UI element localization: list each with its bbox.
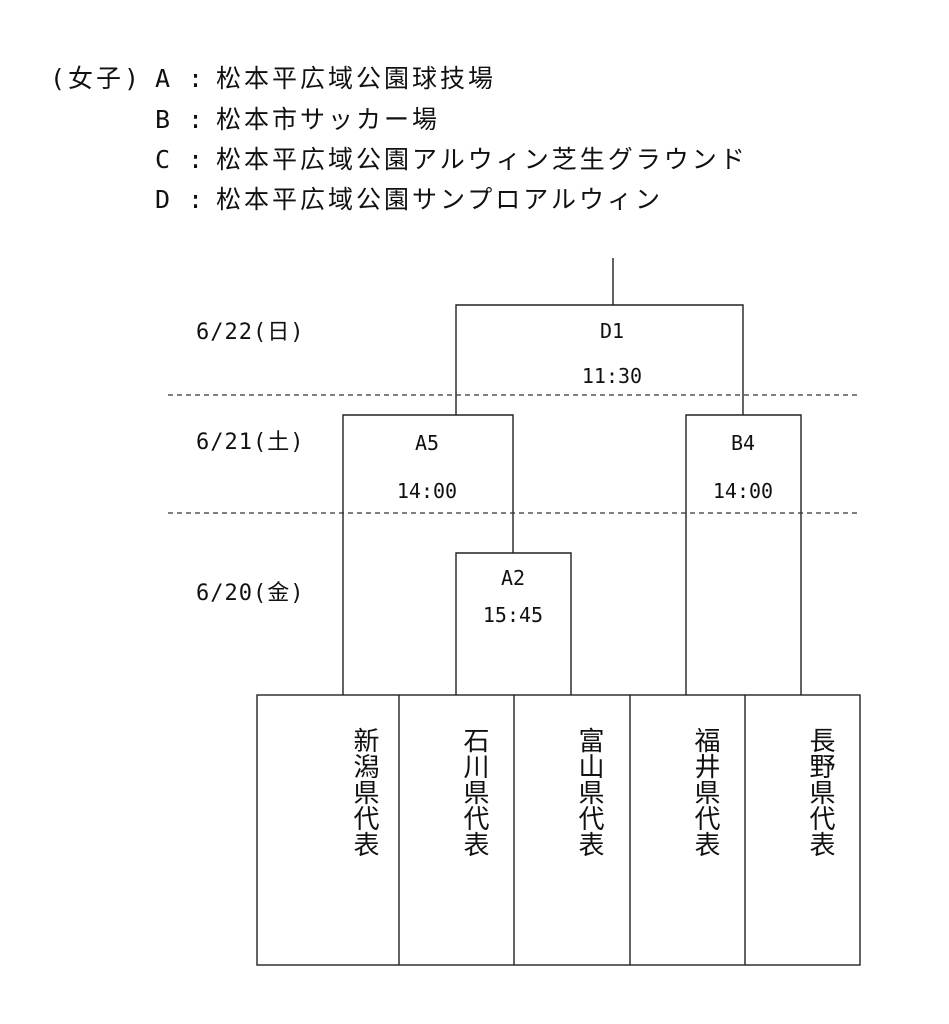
match-d1-bracket [455, 304, 744, 415]
team-cell-toyama: 富山県代表 [514, 695, 630, 965]
venue-separator: : [188, 64, 207, 93]
team-cell-ishikawa: 石川県代表 [399, 695, 514, 965]
date-label-day1: 6/20(金) [196, 581, 305, 606]
venue-code-c: C [155, 145, 174, 174]
match-a2-time: 15:45 [482, 603, 544, 627]
match-a5-id: A5 [414, 431, 440, 455]
team-name: 長野県代表 [805, 727, 835, 857]
category-label: (女子) [50, 64, 143, 93]
venue-separator: : [188, 185, 207, 214]
venue-name-a: 松本平広域公園球技場 [216, 64, 497, 93]
match-b4-time: 14:00 [712, 479, 774, 503]
match-a5-bracket [342, 414, 514, 695]
team-cell-niigata: 新潟県代表 [257, 695, 399, 965]
date-label-day3: 6/22(日) [196, 320, 305, 345]
venue-name-d: 松本平広域公園サンプロアルウィン [216, 185, 664, 214]
venue-legend: (女子) A : 松本平広域公園球技場 B : 松本市サッカー場 C : 松本平… [0, 0, 949, 230]
date-label-day2: 6/21(土) [196, 430, 305, 455]
team-name: 富山県代表 [574, 727, 604, 857]
team-cell-fukui: 福井県代表 [630, 695, 745, 965]
team-cell-nagano: 長野県代表 [745, 695, 860, 965]
match-a5-time: 14:00 [396, 479, 458, 503]
venue-code-b: B [155, 105, 174, 134]
venue-code-a: A [155, 64, 174, 93]
match-b4-id: B4 [730, 431, 756, 455]
venue-code-d: D [155, 185, 174, 214]
match-b4-bracket [685, 414, 802, 695]
team-name: 新潟県代表 [349, 727, 379, 857]
match-a2-id: A2 [500, 566, 526, 590]
team-table-border [256, 694, 861, 966]
venue-name-c: 松本平広域公園アルウィン芝生グラウンド [216, 145, 748, 174]
team-name: 福井県代表 [690, 727, 720, 857]
venue-separator: : [188, 145, 207, 174]
match-d1-id: D1 [599, 319, 625, 343]
team-name: 石川県代表 [459, 727, 489, 857]
match-d1-time: 11:30 [581, 364, 643, 388]
venue-separator: : [188, 105, 207, 134]
venue-name-b: 松本市サッカー場 [216, 105, 441, 134]
match-a2-bracket [455, 552, 572, 695]
